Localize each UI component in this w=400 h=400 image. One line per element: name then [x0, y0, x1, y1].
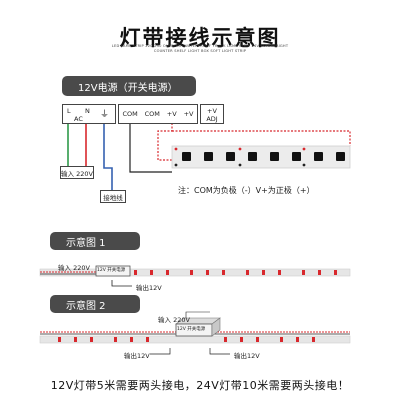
page-subtitle-line1: LED LAMP STRIP 220/230 OUTDOOR WATERPROO…	[111, 44, 289, 48]
terminal-adj-v-label: +V	[207, 107, 217, 115]
input-220v-box: 输入 220V	[60, 166, 94, 179]
diagram2-label-pill: 示意图 2	[50, 295, 140, 313]
led-chips-top	[182, 152, 345, 161]
terminal-com2-label: COM	[144, 110, 160, 118]
diagram2-output-left-label: 输出12V	[124, 352, 150, 360]
strip-diagrams	[39, 265, 351, 355]
terminal-v1-label: +V	[166, 110, 177, 118]
terminal-adj: +V ADJ	[200, 104, 224, 124]
led-strip-top	[171, 145, 351, 169]
terminal-dc: COM COM +V +V	[118, 104, 198, 124]
diagram2-strip	[39, 311, 351, 355]
diagram2-label: 示意图 2	[66, 300, 106, 312]
page-subtitle-line2: COUNTER SHELF LIGHT BOX SOFT LIGHT STRIP	[153, 49, 247, 53]
diagram2-psu-box-label: 12V 开关电源	[177, 327, 206, 332]
psu-label: 12V电源（开关电源）	[78, 82, 178, 94]
terminal-n-label: N	[85, 107, 90, 115]
psu-label-pill: 12V电源（开关电源）	[62, 76, 196, 96]
terminal-adj-label: ADJ	[206, 115, 218, 123]
diagram1-label: 示意图 1	[66, 237, 106, 249]
wire-red-dashed-top	[200, 130, 351, 146]
diagram2-output-right-label: 输出12V	[234, 352, 260, 360]
polarity-note: 注：COM为负极（-）V+为正极（+）	[178, 186, 315, 195]
diagram1-input-label: 输入 220V	[58, 264, 90, 272]
wire-black-com	[129, 123, 172, 173]
ground-wire-box: 接地线	[100, 190, 126, 203]
diagram1-label-pill: 示意图 1	[50, 232, 140, 250]
diagram2-input-label: 输入 220V	[158, 316, 190, 324]
diagram1-psu-box-label: 12V 开关电源	[97, 268, 126, 273]
page-title: 灯带接线示意图	[119, 26, 281, 50]
terminal-ac: L N AC ⏚	[62, 104, 116, 124]
diagram1-strip	[39, 265, 351, 287]
psu-wiring-diagram	[67, 123, 351, 190]
diagram1-output-label: 输出12V	[136, 284, 162, 292]
wire-blue-ground	[103, 123, 113, 190]
terminal-v2-label: +V	[183, 110, 194, 118]
terminal-ac-label: AC	[74, 115, 83, 123]
footer-note: 12V灯带5米需要两头接电，24V灯带10米需要两头接电！	[50, 379, 350, 392]
ground-icon: ⏚	[100, 110, 110, 120]
terminal-com1-label: COM	[122, 110, 138, 118]
terminal-l-label: L	[67, 107, 71, 115]
wire-red-v	[157, 123, 174, 161]
